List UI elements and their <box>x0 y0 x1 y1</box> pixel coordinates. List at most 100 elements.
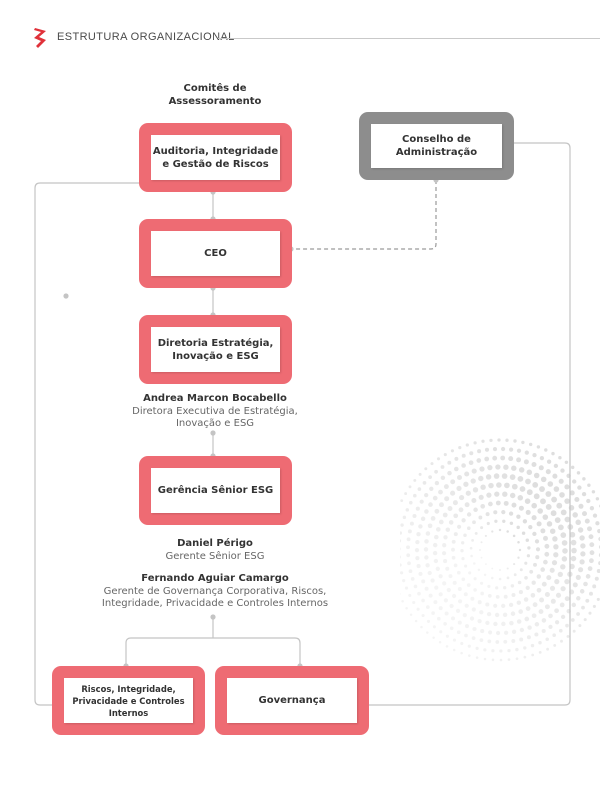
decorative-dot <box>472 487 479 493</box>
decorative-dot <box>477 568 481 572</box>
decorative-dot <box>589 558 594 564</box>
decorative-dot <box>495 595 500 599</box>
fernando-name: Fernando Aguiar Camargo <box>141 573 289 584</box>
decorative-dot <box>582 477 586 481</box>
decorative-dot <box>409 613 413 617</box>
decorative-dot <box>555 592 562 598</box>
decorative-dot <box>525 478 531 485</box>
decorative-dot <box>452 580 457 585</box>
decorative-dot <box>569 490 575 496</box>
decorative-dot <box>444 496 450 502</box>
decorative-dot <box>503 586 507 590</box>
decorative-dot <box>424 586 429 591</box>
strategy-directorate-box: Diretoria Estratégia, Inovação e ESG <box>139 315 292 384</box>
decorative-dot <box>443 535 448 540</box>
decorative-dot <box>406 545 410 550</box>
decorative-dot <box>424 555 429 560</box>
decorative-dot <box>545 491 552 497</box>
decorative-dot <box>453 532 458 537</box>
decorative-dot <box>525 585 530 591</box>
decorative-dot <box>472 520 476 525</box>
decorative-dot <box>596 597 600 601</box>
decorative-dot <box>576 471 581 475</box>
decorative-dot <box>558 478 564 484</box>
decorative-dot <box>474 531 478 535</box>
decorative-dot <box>420 516 426 522</box>
decorative-dot <box>486 492 492 498</box>
decorative-dot <box>532 602 538 608</box>
decorative-dot <box>517 556 520 559</box>
decorative-dot <box>578 503 584 509</box>
decorative-dot <box>470 554 473 558</box>
decorative-dot <box>546 459 552 464</box>
decorative-dot <box>581 605 585 610</box>
decorative-dot <box>501 446 506 452</box>
decorative-dot <box>464 603 469 608</box>
decorative-dot <box>424 467 428 471</box>
decorative-dot <box>534 622 540 627</box>
decorative-dot <box>413 478 417 482</box>
decorative-dot <box>596 568 600 574</box>
decorative-dot <box>491 658 495 662</box>
decorative-dot <box>592 584 597 589</box>
decorative-dot <box>412 513 417 519</box>
daniel-role: Gerente Sênior ESG <box>165 550 265 562</box>
decorative-dot <box>518 590 523 595</box>
decorative-dot <box>408 485 412 489</box>
decorative-dot <box>550 510 557 517</box>
decorative-dot <box>448 520 454 525</box>
decorative-dot <box>443 453 447 457</box>
decorative-dot <box>468 460 474 466</box>
decorative-dot <box>433 558 439 564</box>
decorative-dot <box>471 539 474 542</box>
decorative-dot <box>469 546 473 550</box>
decorative-dot <box>515 647 519 652</box>
decorative-dot <box>589 591 593 596</box>
decorative-dot <box>472 626 477 632</box>
decorative-dot <box>529 442 533 447</box>
decorative-dot <box>484 456 490 462</box>
decorative-dot <box>449 626 454 631</box>
decorative-dot <box>503 630 509 635</box>
decorative-dot <box>547 481 554 487</box>
decorative-dot <box>457 620 462 625</box>
decorative-dot <box>489 438 493 443</box>
decorative-dot <box>577 527 584 533</box>
decorative-dot <box>479 638 484 642</box>
decorative-dot <box>553 463 559 469</box>
decorative-dot <box>509 492 516 499</box>
decorative-dot <box>485 620 490 626</box>
decorative-dot <box>501 510 506 515</box>
decorative-dot <box>492 447 498 452</box>
decorative-dot <box>484 534 487 537</box>
decorative-dot <box>565 623 569 628</box>
decorative-dot <box>570 618 575 622</box>
decorative-dot <box>569 531 576 538</box>
decorative-dot <box>560 509 567 516</box>
decorative-dot <box>509 474 516 480</box>
decorative-dot <box>487 584 491 588</box>
decorative-dot <box>560 639 563 643</box>
decorative-dot <box>413 493 417 498</box>
decorative-dot <box>544 543 550 549</box>
decorative-dot <box>558 524 564 531</box>
decorative-dot <box>572 512 578 518</box>
decorative-dot <box>479 549 481 551</box>
decorative-dot <box>517 476 524 482</box>
decorative-dot <box>560 468 565 473</box>
decorative-dot <box>479 610 484 615</box>
andrea-info: Andrea Marcon Bocabello Diretora Executi… <box>110 393 320 431</box>
governance-label: Governança <box>227 678 357 723</box>
decorative-dot <box>421 579 426 584</box>
decorative-dot <box>531 515 537 521</box>
decorative-dot <box>543 535 548 541</box>
decorative-dot <box>418 472 422 476</box>
decorative-dot <box>442 512 448 518</box>
decorative-dot <box>525 538 530 542</box>
decorative-dot <box>535 555 540 560</box>
decorative-dot <box>541 628 546 634</box>
decorative-dot <box>553 486 560 492</box>
decorative-dot <box>538 465 544 471</box>
decorative-dot <box>564 516 571 523</box>
decorative-dot <box>554 517 561 523</box>
